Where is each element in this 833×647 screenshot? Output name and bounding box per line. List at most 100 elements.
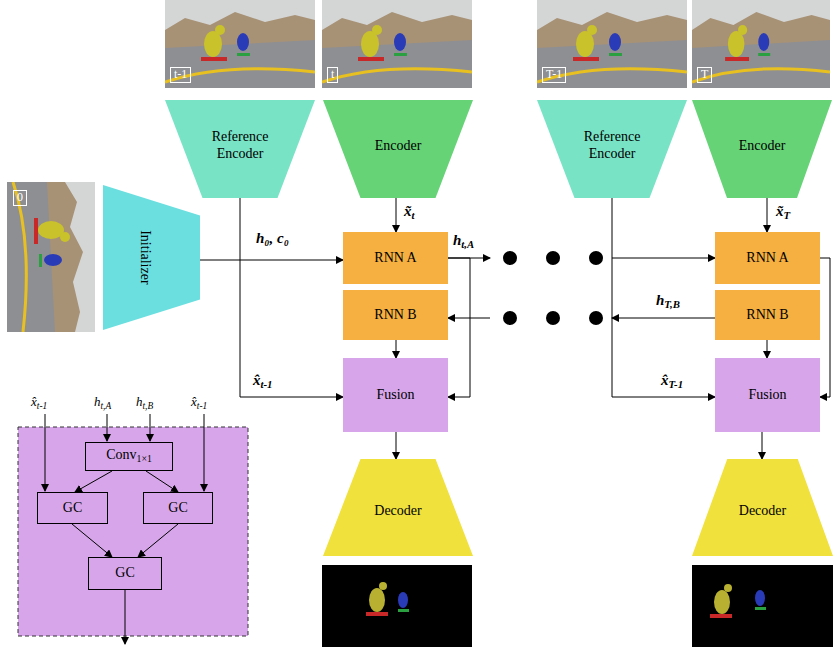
connector-arrow <box>767 198 768 232</box>
signal-subscript: T <box>784 209 791 221</box>
connector-arrow <box>138 524 178 557</box>
connector-line <box>767 340 768 358</box>
signal-name: x̃ <box>776 203 784 219</box>
node-text: Conv <box>106 447 136 462</box>
node-text: Initializer <box>138 230 153 284</box>
connector-line <box>240 198 343 397</box>
signal-subscript: T-1 <box>669 378 684 390</box>
ellipsis-dots <box>503 251 603 325</box>
node-text: Encoder <box>375 138 422 153</box>
signal-label: x̂t-1 <box>252 372 274 390</box>
signal-subscript: t,A <box>101 401 112 411</box>
signal-name: x̃ <box>404 203 412 219</box>
fusion-box: Fusion <box>715 358 820 432</box>
connector-arrow <box>820 258 830 397</box>
signal-subscript: t-1 <box>197 401 207 411</box>
connector-arrow <box>767 340 768 358</box>
connector-line <box>612 198 715 397</box>
video-frame <box>692 0 830 88</box>
connector-line <box>448 258 470 397</box>
conv-box: Conv1×1 <box>85 442 173 471</box>
connector-arrow <box>448 258 715 259</box>
connector-line <box>612 258 715 259</box>
signal-name: h <box>656 292 664 308</box>
node-text: Fusion <box>748 387 786 402</box>
connector-arrow <box>762 432 763 459</box>
connector-arrow <box>448 258 470 397</box>
frame-index: T-1 <box>542 67 566 83</box>
connector-line <box>396 198 397 232</box>
connector-line <box>396 432 397 459</box>
subscript-text: 1×1 <box>137 454 152 465</box>
node-text: Decoder <box>374 503 421 518</box>
signal-label: x̂T-1 <box>660 372 684 390</box>
signal-name: h <box>94 394 101 409</box>
signal-label: x̂t-1 <box>30 394 48 411</box>
node-text: GC <box>115 565 134 580</box>
frame-index: T <box>697 67 712 83</box>
node-text: RNN B <box>374 307 416 322</box>
node-text: RNN A <box>746 250 788 265</box>
video-frame-tag: t <box>322 0 472 88</box>
video-frame-tag: 0 <box>7 182 95 332</box>
signal-subscript: t,B <box>143 401 154 411</box>
connector-arrow <box>146 471 178 492</box>
connector-arrow <box>240 198 343 397</box>
connector-line <box>448 318 490 319</box>
decoder: Decoder <box>323 459 473 556</box>
rnn-box: RNN A <box>343 232 448 284</box>
encoder: Encoder <box>692 100 832 198</box>
signal-subscript: t-1 <box>37 401 47 411</box>
connector-line <box>72 524 112 557</box>
rnn-box: RNN B <box>715 290 820 340</box>
signal-name: x̂ <box>31 394 37 409</box>
video-frame-tag: T <box>692 0 830 88</box>
signal-label: hT,B <box>655 292 681 310</box>
signal-subscript: t-1 <box>261 378 273 390</box>
signal-label: ht,A <box>93 394 112 411</box>
video-frame <box>7 182 95 332</box>
encoder: Encoder <box>323 100 473 198</box>
video-frame <box>165 0 315 88</box>
signal-subscript: T,B <box>664 298 680 310</box>
signal-label: x̃t <box>403 203 416 221</box>
reference-encoder: Reference Encoder <box>165 100 315 198</box>
rnn-box: RNN B <box>343 290 448 340</box>
fusion-detail-panel <box>18 427 248 636</box>
node-text: GC <box>63 500 82 515</box>
connector-line <box>75 471 112 492</box>
connector-arrow <box>72 524 112 557</box>
reference-encoder: Reference Encoder <box>537 100 687 198</box>
gc-box: GC <box>37 492 108 524</box>
signal-name: h <box>453 232 461 248</box>
video-frame <box>322 0 472 88</box>
signal-label: ht,B <box>135 394 154 411</box>
video-frame <box>537 0 687 88</box>
mask-output <box>322 565 472 647</box>
decoder: Decoder <box>692 459 833 556</box>
gc-box: GC <box>88 557 162 590</box>
connector-line <box>138 524 178 557</box>
connector-line <box>396 340 397 358</box>
rnn-box: RNN A <box>715 232 820 284</box>
connector-line <box>762 432 763 459</box>
connector-arrow <box>396 432 397 459</box>
signal-label: ht,A <box>452 232 475 250</box>
signal-label: h₀, c₀ <box>255 230 290 247</box>
input-lines <box>45 414 204 644</box>
node-text: Fusion <box>376 387 414 402</box>
frame-index: 0 <box>13 190 27 206</box>
connector-line <box>820 258 830 397</box>
connector-arrow <box>612 198 715 397</box>
signal-name: h <box>136 394 143 409</box>
initializer: Initializer <box>103 185 200 330</box>
mask-output <box>692 565 833 647</box>
connector-arrow <box>396 340 397 358</box>
connector-arrow <box>396 198 397 232</box>
connector-line <box>612 318 715 319</box>
fusion-box: Fusion <box>343 358 448 432</box>
node-text: Decoder <box>739 503 786 518</box>
video-frame-tag: T-1 <box>537 0 687 88</box>
node-text: GC <box>168 500 187 515</box>
connector-arrow <box>75 471 112 492</box>
